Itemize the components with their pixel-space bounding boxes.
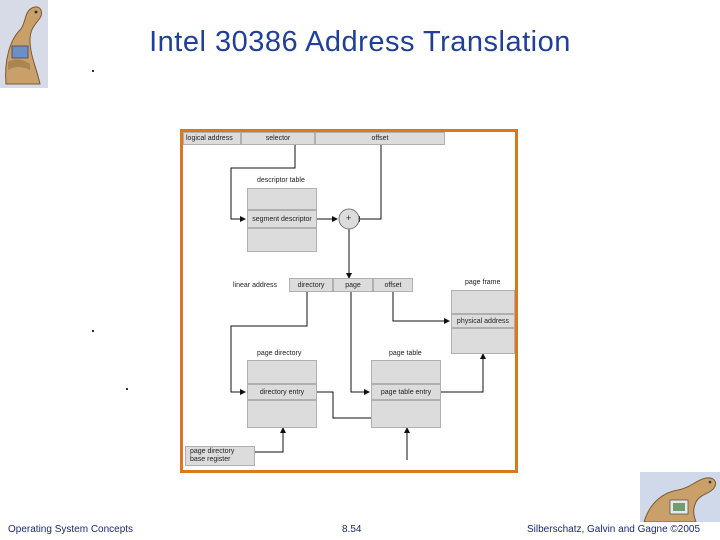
offset-field-logical: offset <box>315 132 445 145</box>
footer-page-number: 8.54 <box>342 524 362 535</box>
footer-copyright: Silberschatz, Galvin and Gagne ©2005 <box>527 524 701 535</box>
page-directory-label: page directory <box>257 350 302 357</box>
dinosaur-logo-icon <box>0 0 48 88</box>
page-table-entry: page table entry <box>371 384 441 400</box>
page-frame-row <box>451 328 515 354</box>
page-directory-row <box>247 360 317 384</box>
dinosaur-computer-logo-icon <box>640 472 720 522</box>
page-frame-row <box>451 290 515 314</box>
footer-course-name: Operating System Concepts <box>8 524 134 535</box>
page-table-row <box>371 360 441 384</box>
bullet-marker <box>126 388 128 390</box>
selector-field: selector <box>241 132 315 145</box>
pdbr-label-line1: page directory <box>190 448 235 455</box>
directory-entry: directory entry <box>247 384 317 400</box>
directory-field: directory <box>289 278 333 292</box>
descriptor-table-row <box>247 228 317 252</box>
page-directory-base-register: page directory base register <box>185 446 255 466</box>
page-frame-label: page frame <box>465 279 501 286</box>
descriptor-table-label: descriptor table <box>257 177 305 184</box>
diagram-arrows <box>230 145 486 460</box>
page-table-label: page table <box>389 350 422 357</box>
linear-address-label: linear address <box>233 282 277 289</box>
pdbr-label-line2: base register <box>190 456 231 463</box>
offset-field-linear: offset <box>373 278 413 292</box>
page-table-row <box>371 400 441 428</box>
bullet-marker <box>92 70 94 72</box>
segment-descriptor-entry: segment descriptor <box>247 210 317 228</box>
page-field: page <box>333 278 373 292</box>
address-translation-diagram: logical address selector offset descript… <box>180 129 518 473</box>
slide-title: Intel 30386 Address Translation <box>149 26 571 58</box>
adder-symbol: + <box>346 213 352 223</box>
page-directory-row <box>247 400 317 428</box>
physical-address-entry: physical address <box>451 314 515 328</box>
descriptor-table-row <box>247 188 317 210</box>
logical-address-label: logical address <box>183 132 241 145</box>
bullet-marker <box>92 330 94 332</box>
